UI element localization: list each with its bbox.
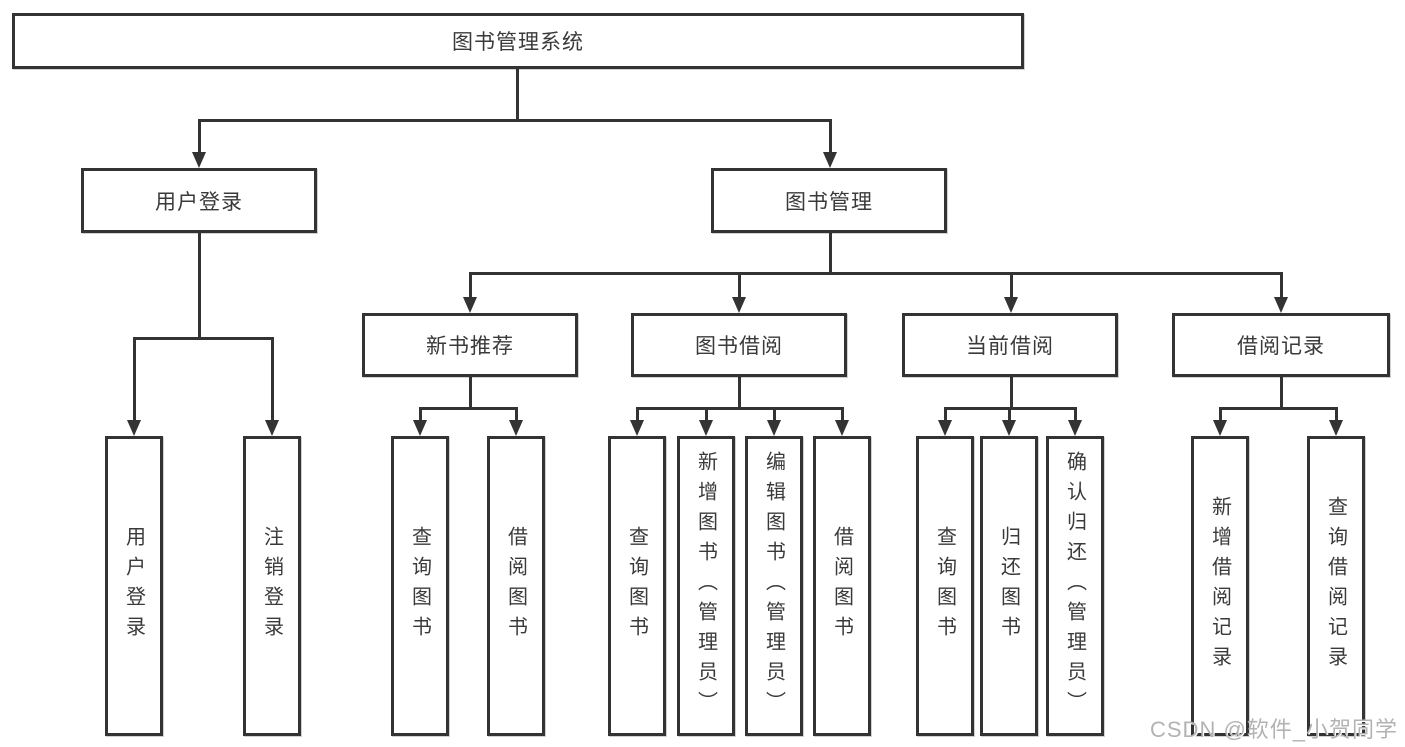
connector-drop-leaf — [1219, 407, 1222, 421]
connector-drop-book-management — [829, 119, 832, 153]
connector-drop-leaf — [1335, 407, 1338, 421]
node-new-book-recommend-label: 新书推荐 — [426, 335, 514, 358]
connector-drop-new-book — [469, 272, 472, 298]
arrow-down-icon — [699, 420, 713, 436]
connector-user-login-branch — [133, 337, 273, 340]
leaf-borrow-books-recommend: 借阅图书 — [487, 436, 545, 736]
leaf-label: 查询借阅记录 — [1324, 496, 1347, 676]
arrow-down-icon — [463, 297, 477, 313]
leaf-add-books-admin: 新增图书（管理员） — [677, 436, 735, 736]
node-current-borrow-label: 当前借阅 — [966, 335, 1054, 358]
leaf-borrow-books: 借阅图书 — [813, 436, 871, 736]
arrow-down-icon — [1004, 297, 1018, 313]
leaf-edit-books-admin: 编辑图书（管理员） — [745, 436, 803, 736]
connector-drop-leaf — [515, 407, 518, 421]
arrow-down-icon — [127, 420, 141, 436]
leaf-label: 归还图书 — [997, 526, 1020, 646]
connector-level3-branch — [469, 272, 1282, 275]
arrow-down-icon — [823, 152, 837, 168]
connector-drop-leaf — [944, 407, 947, 421]
node-root-label: 图书管理系统 — [452, 31, 584, 54]
leaf-label: 新增图书（管理员） — [694, 451, 717, 721]
arrow-down-icon — [265, 420, 279, 436]
leaf-return-books: 归还图书 — [980, 436, 1038, 736]
connector-drop-leaf — [841, 407, 844, 421]
node-new-book-recommend: 新书推荐 — [362, 313, 578, 377]
connector-drop-leaf — [1074, 407, 1077, 421]
leaf-logout: 注销登录 — [243, 436, 301, 736]
node-book-borrow-label: 图书借阅 — [695, 335, 783, 358]
leaf-label: 查询图书 — [625, 526, 648, 646]
arrow-down-icon — [509, 420, 523, 436]
node-borrow-record-label: 借阅记录 — [1237, 335, 1325, 358]
connector-drop-book-borrow — [738, 272, 741, 298]
leaf-label: 编辑图书（管理员） — [762, 451, 785, 721]
node-user-login: 用户登录 — [81, 168, 317, 233]
connector-user-login-stem — [198, 233, 201, 339]
connector-new-book-branch — [419, 407, 518, 410]
arrow-down-icon — [767, 420, 781, 436]
leaf-label: 注销登录 — [260, 526, 283, 646]
connector-drop-logout-leaf — [271, 337, 274, 421]
leaf-query-borrow-record: 查询借阅记录 — [1307, 436, 1365, 736]
connector-new-book-stem — [469, 377, 472, 410]
leaf-user-login: 用户登录 — [105, 436, 163, 736]
connector-drop-login-leaf — [133, 337, 136, 421]
connector-drop-leaf — [705, 407, 708, 421]
leaf-label: 用户登录 — [122, 526, 145, 646]
leaf-query-books-recommend: 查询图书 — [391, 436, 449, 736]
leaf-query-books-borrow: 查询图书 — [608, 436, 666, 736]
node-user-login-label: 用户登录 — [155, 190, 243, 214]
leaf-label: 查询图书 — [933, 526, 956, 646]
connector-drop-leaf — [419, 407, 422, 421]
node-book-management: 图书管理 — [711, 168, 947, 233]
connector-root-stem — [516, 69, 519, 119]
arrow-down-icon — [192, 152, 206, 168]
arrow-down-icon — [1329, 420, 1343, 436]
leaf-label: 新增借阅记录 — [1208, 496, 1231, 676]
connector-drop-borrow-record — [1280, 272, 1283, 298]
arrow-down-icon — [630, 420, 644, 436]
node-book-borrow: 图书借阅 — [631, 313, 847, 377]
leaf-label: 确认归还（管理员） — [1063, 451, 1086, 721]
connector-drop-user-login — [198, 119, 201, 153]
connector-level2-branch — [198, 119, 832, 122]
leaf-label: 查询图书 — [408, 526, 431, 646]
arrow-down-icon — [1068, 420, 1082, 436]
node-book-management-label: 图书管理 — [785, 190, 873, 214]
connector-current-borrow-stem — [1010, 377, 1013, 410]
connector-drop-leaf — [636, 407, 639, 421]
connector-book-management-stem — [829, 233, 832, 274]
node-current-borrow: 当前借阅 — [902, 313, 1118, 377]
arrow-down-icon — [835, 420, 849, 436]
leaf-confirm-return-admin: 确认归还（管理员） — [1046, 436, 1104, 736]
csdn-watermark: CSDN @软件_小贺同学 — [1150, 717, 1399, 742]
leaf-label: 借阅图书 — [504, 526, 527, 646]
connector-borrow-record-stem — [1280, 377, 1283, 410]
arrow-down-icon — [732, 297, 746, 313]
connector-drop-leaf — [773, 407, 776, 421]
leaf-query-books-current: 查询图书 — [916, 436, 974, 736]
connector-book-borrow-branch — [636, 407, 844, 410]
arrow-down-icon — [413, 420, 427, 436]
arrow-down-icon — [1002, 420, 1016, 436]
leaf-add-borrow-record: 新增借阅记录 — [1191, 436, 1249, 736]
arrow-down-icon — [1213, 420, 1227, 436]
connector-book-borrow-stem — [738, 377, 741, 410]
leaf-label: 借阅图书 — [830, 526, 853, 646]
connector-drop-current-borrow — [1010, 272, 1013, 298]
connector-borrow-record-branch — [1219, 407, 1338, 410]
node-borrow-record: 借阅记录 — [1172, 313, 1390, 377]
arrow-down-icon — [1274, 297, 1288, 313]
connector-drop-leaf — [1008, 407, 1011, 421]
arrow-down-icon — [938, 420, 952, 436]
node-root-library-system: 图书管理系统 — [12, 13, 1024, 69]
